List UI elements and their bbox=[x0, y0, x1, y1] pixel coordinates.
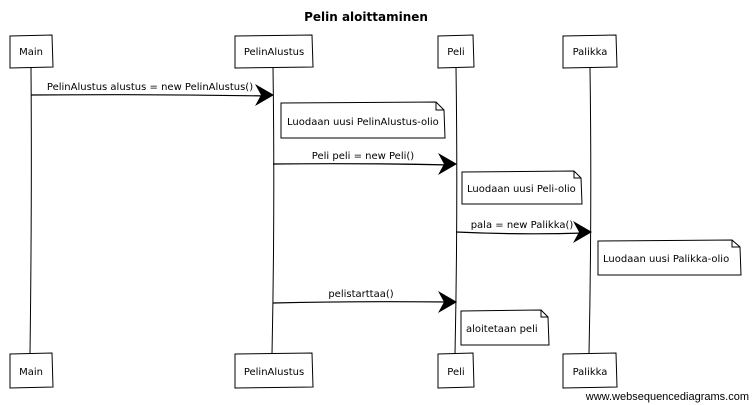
note-text: aloitetaan peli bbox=[466, 324, 538, 335]
participant-label: Main bbox=[19, 367, 43, 378]
diagram-title: Pelin aloittaminen bbox=[304, 10, 428, 24]
message-label: Peli peli = new Peli() bbox=[312, 151, 414, 162]
message-arrow-3: pala = new Palikka() bbox=[455, 220, 592, 243]
note-text: Luodaan uusi Peli-olio bbox=[467, 184, 576, 195]
message-label: PelinAlustus alustus = new PelinAlustus(… bbox=[47, 82, 253, 93]
participant-pelinalustus-bottom: PelinAlustus bbox=[234, 352, 314, 389]
note-3: Luodaan uusi Palikka-olio bbox=[597, 239, 742, 276]
participant-label: PelinAlustus bbox=[244, 367, 304, 378]
note-1: Luodaan uusi PelinAlustus-olio bbox=[280, 101, 446, 139]
participant-peli-top: Peli bbox=[437, 34, 475, 69]
lifeline-pelinalustus bbox=[271, 66, 275, 355]
participant-palikka-top: Palikka bbox=[562, 34, 618, 69]
note-2: Luodaan uusi Peli-olio bbox=[461, 170, 583, 205]
lifeline-main bbox=[29, 66, 32, 355]
participant-label: PelinAlustus bbox=[244, 47, 304, 58]
participant-label: Main bbox=[19, 47, 43, 58]
participant-peli-bottom: Peli bbox=[437, 352, 475, 389]
message-label: pelistarttaa() bbox=[328, 289, 393, 300]
participant-palikka-bottom: Palikka bbox=[562, 352, 618, 389]
participant-pelinalustus-top: PelinAlustus bbox=[234, 34, 314, 69]
participant-main-top: Main bbox=[9, 34, 54, 69]
lifeline-peli bbox=[454, 66, 458, 355]
lifelines bbox=[29, 66, 592, 355]
participant-label: Peli bbox=[447, 367, 464, 378]
lifeline-palikka bbox=[588, 66, 592, 355]
message-arrow-4: pelistarttaa() bbox=[272, 289, 457, 313]
note-4: aloitetaan peli bbox=[460, 309, 550, 346]
note-text: Luodaan uusi PelinAlustus-olio bbox=[287, 117, 439, 128]
message-arrow-2: Peli peli = new Peli() bbox=[272, 151, 457, 175]
participant-main-bottom: Main bbox=[9, 352, 54, 389]
message-arrow-1: PelinAlustus alustus = new PelinAlustus(… bbox=[30, 82, 274, 106]
note-text: Luodaan uusi Palikka-olio bbox=[603, 254, 729, 265]
watermark-text: www.websequencediagrams.com bbox=[585, 391, 749, 403]
message-label: pala = new Palikka() bbox=[471, 220, 574, 231]
participant-label: Palikka bbox=[573, 367, 608, 378]
participant-label: Palikka bbox=[573, 47, 608, 58]
participant-label: Peli bbox=[447, 47, 464, 58]
